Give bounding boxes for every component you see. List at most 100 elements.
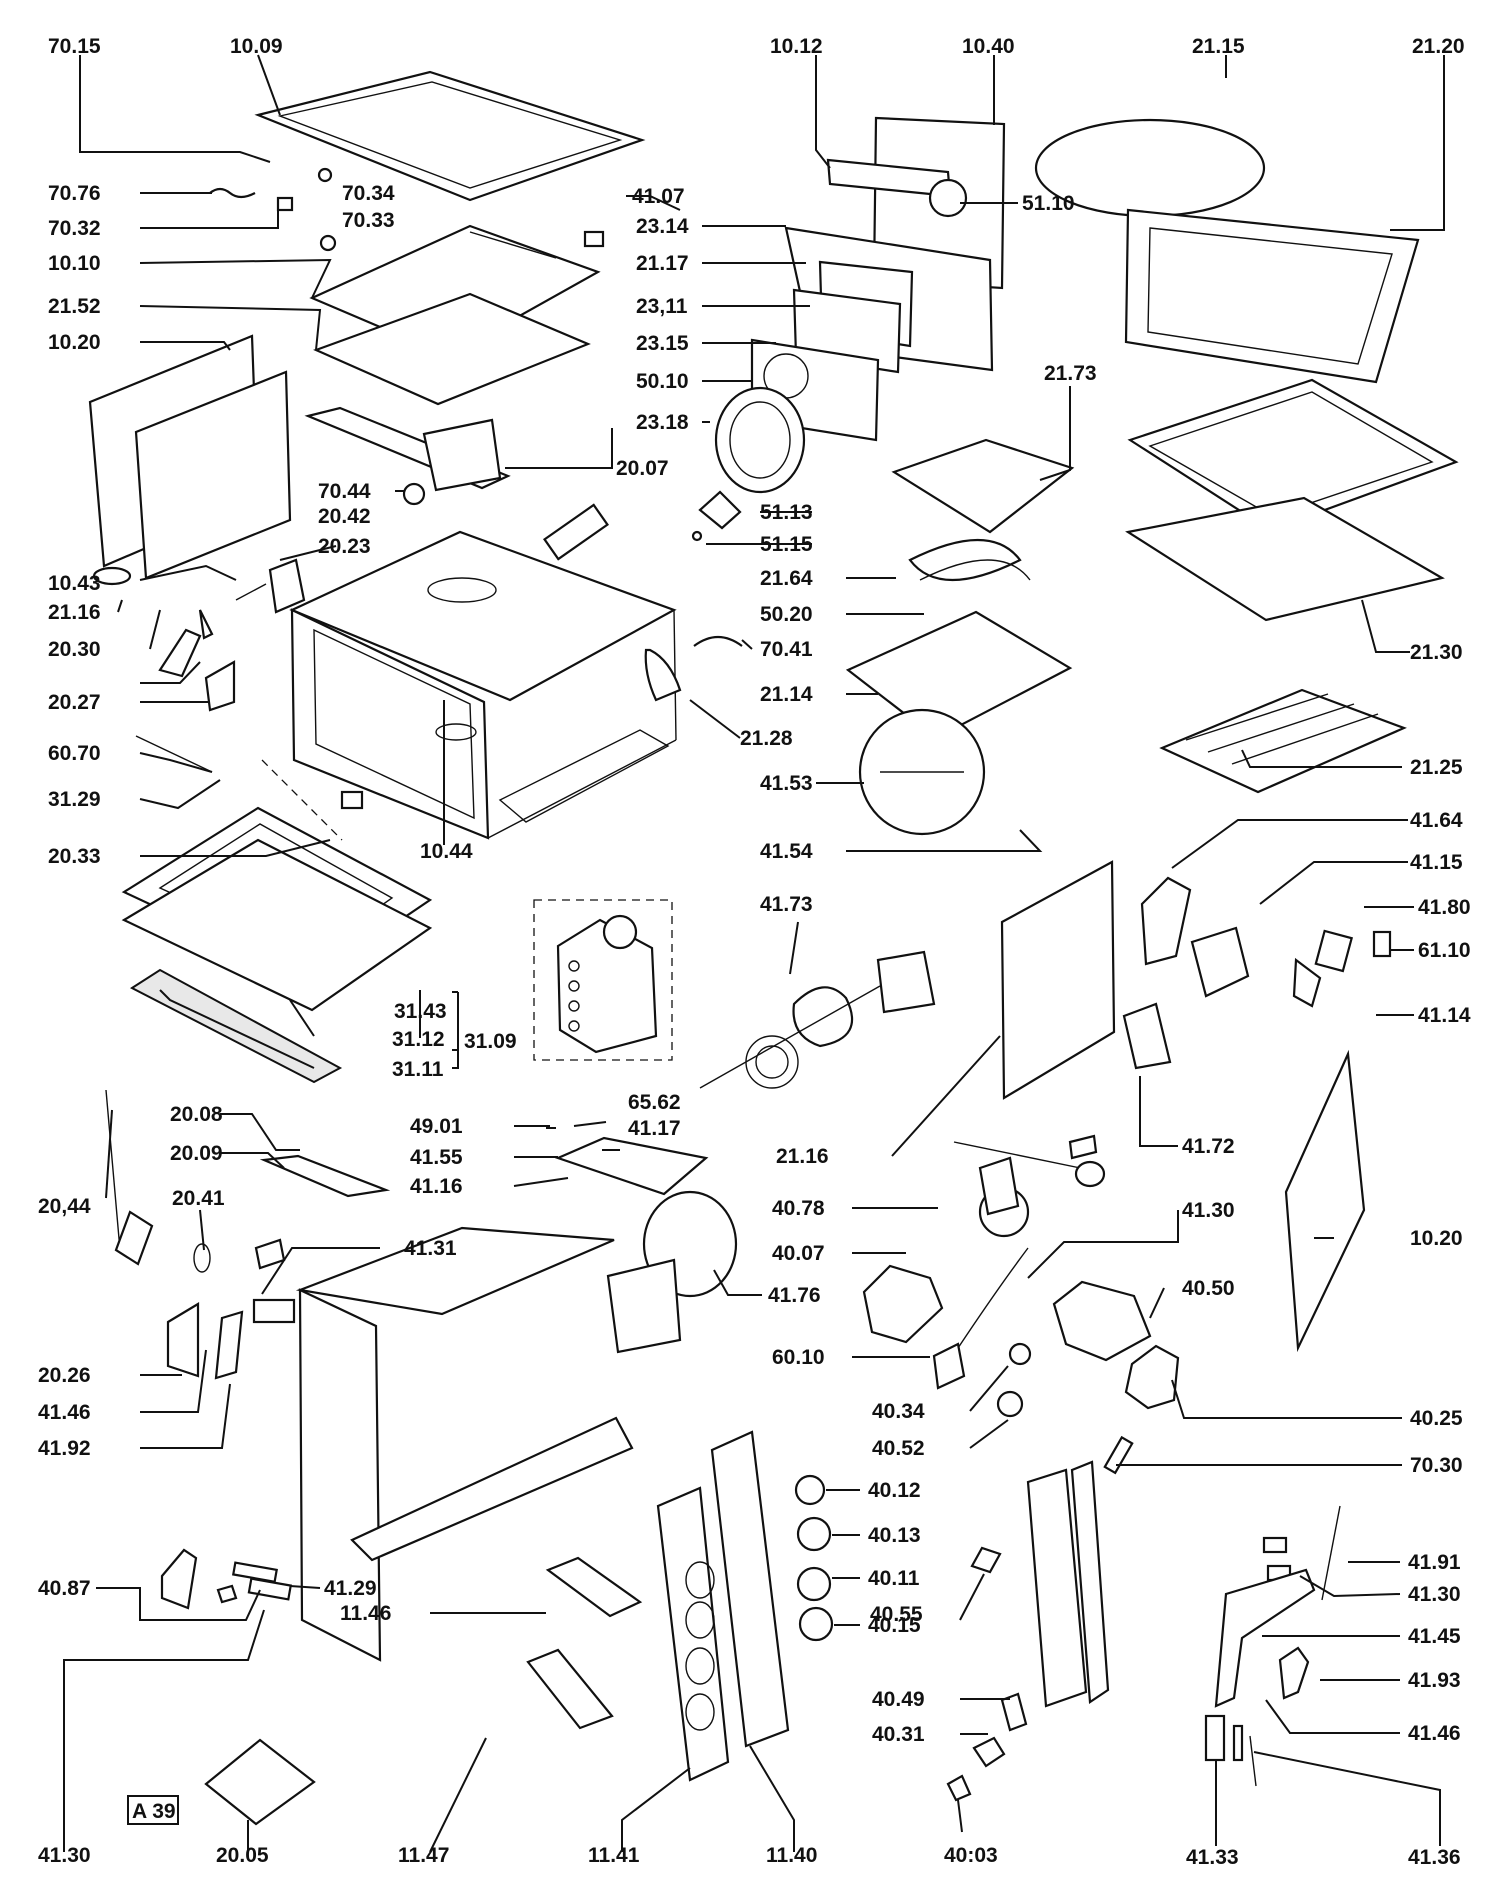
label-11-46: 11.46 <box>340 1602 391 1625</box>
label-40-07: 40.07 <box>772 1242 825 1265</box>
label-11-47: 11.47 <box>398 1844 449 1867</box>
label-31-09: 31.09 <box>464 1030 517 1053</box>
label-10-20-left: 10.20 <box>48 331 101 354</box>
label-41-53: 41.53 <box>760 772 813 795</box>
label-41-33: 41.33 <box>1186 1846 1239 1869</box>
label-31-12: 31.12 <box>392 1028 445 1051</box>
label-41-29: 41.29 <box>324 1577 377 1600</box>
label-41-45: 41.45 <box>1408 1625 1461 1648</box>
label-60-70: 60.70 <box>48 742 101 765</box>
label-41-64: 41.64 <box>1410 809 1463 832</box>
label-49-01: 49.01 <box>410 1115 463 1138</box>
label-20-44: 20,44 <box>38 1195 91 1218</box>
label-51-15: 51.15 <box>760 533 813 556</box>
label-41-30-c: 41.30 <box>1408 1583 1461 1606</box>
label-41-17: 41.17 <box>628 1117 681 1140</box>
label-10-12: 10.12 <box>770 35 823 58</box>
label-40-50: 40.50 <box>1182 1277 1235 1300</box>
label-41-30-a: 41.30 <box>1182 1199 1235 1222</box>
label-40-31: 40.31 <box>872 1723 925 1746</box>
part-small-box <box>204 1738 316 1826</box>
label-41-73: 41.73 <box>760 893 813 916</box>
part-lower-chassis <box>295 1226 615 1316</box>
label-40-15: 40.15 <box>868 1614 921 1637</box>
label-65-62: 65.62 <box>628 1091 681 1114</box>
label-20-23: 20.23 <box>318 535 371 558</box>
label-40-52: 40.52 <box>872 1437 925 1460</box>
label-41-91: 41.91 <box>1408 1551 1461 1574</box>
part-switch-frame <box>1026 1468 1088 1708</box>
part-heating-element <box>908 538 1022 582</box>
label-61-10: 61.10 <box>1418 939 1471 962</box>
label-10-20-right: 10.20 <box>1410 1227 1463 1250</box>
label-40-55-text: 40.55 <box>870 1603 923 1626</box>
label-20-08: 20.08 <box>170 1103 223 1126</box>
label-20-42: 20.42 <box>318 505 371 528</box>
label-10-44: 10.44 <box>420 840 473 863</box>
label-41-46-right: 41.46 <box>1408 1722 1461 1745</box>
label-21-52: 21.52 <box>48 295 101 318</box>
label-51-13: 51.13 <box>760 501 813 524</box>
part-fan-ring <box>714 386 806 494</box>
label-41-16: 41.16 <box>410 1175 463 1198</box>
part-tray-upper <box>1124 208 1420 384</box>
label-21-73: 21.73 <box>1044 362 1097 385</box>
part-wire-rack <box>1159 688 1407 794</box>
part-top-lid <box>254 70 646 202</box>
label-41-46-left: 41.46 <box>38 1401 91 1424</box>
label-21-25: 21.25 <box>1410 756 1463 779</box>
label-51-10: 51.10 <box>1022 192 1075 215</box>
label-20-07: 20.07 <box>616 457 669 480</box>
label-20-05: 20.05 <box>216 1844 269 1867</box>
svg-text:A 39: A 39 <box>132 1800 176 1823</box>
part-control-panel <box>656 1486 730 1782</box>
label-50-10: 50.10 <box>636 370 689 393</box>
label-60-10: 60.10 <box>772 1346 825 1369</box>
part-tray-lower <box>1127 378 1459 532</box>
label-40-25: 40.25 <box>1410 1407 1463 1430</box>
label-41-93: 41.93 <box>1408 1669 1461 1692</box>
label-40-03: 40:03 <box>944 1844 998 1867</box>
label-70-44: 70.44 <box>318 480 371 503</box>
label-10-43: 10.43 <box>48 572 101 595</box>
part-badge-11-47 <box>526 1648 614 1730</box>
label-23-11: 23,11 <box>636 295 688 318</box>
label-41-36: 41.36 <box>1408 1846 1461 1869</box>
part-tray-bottom <box>1125 496 1445 622</box>
label-40-12: 40.12 <box>868 1479 921 1502</box>
part-clip <box>276 196 294 212</box>
label-20-27: 20.27 <box>48 691 101 714</box>
label-10-40: 10.40 <box>962 35 1015 58</box>
label-31-11: 31.11 <box>392 1058 444 1081</box>
part-shelf-plate <box>891 438 1075 534</box>
part-number-labels: 70.15 10.09 70.76 70.34 70.33 70.32 10.1… <box>38 35 1471 1869</box>
label-40-78: 40.78 <box>772 1197 825 1220</box>
label-20-30: 20.30 <box>48 638 101 661</box>
label-41-31: 41.31 <box>404 1237 457 1260</box>
label-41-92: 41.92 <box>38 1437 91 1460</box>
label-23-15: 23.15 <box>636 332 689 355</box>
label-41-07: 41.07 <box>632 185 685 208</box>
label-20-41: 20.41 <box>172 1187 225 1210</box>
label-41-15: 41.15 <box>1410 851 1463 874</box>
label-10-10: 10.10 <box>48 252 101 275</box>
label-21-16-right: 21.16 <box>776 1145 829 1168</box>
label-21-30: 21.30 <box>1410 641 1463 664</box>
label-41-14: 41.14 <box>1418 1004 1471 1027</box>
label-21-64: 21.64 <box>760 567 813 590</box>
label-40-34: 40.34 <box>872 1400 925 1423</box>
label-41-30-b: 41.30 <box>38 1844 91 1867</box>
label-20-09: 20.09 <box>170 1142 223 1165</box>
label-41-72: 41.72 <box>1182 1135 1235 1158</box>
label-70-76: 70.76 <box>48 182 101 205</box>
label-41-80: 41.80 <box>1418 896 1471 919</box>
label-21-20: 21.20 <box>1412 35 1465 58</box>
label-21-14: 21.14 <box>760 683 813 706</box>
part-badge-11-46 <box>545 1556 643 1618</box>
label-70-33: 70.33 <box>342 209 395 232</box>
label-70-30: 70.30 <box>1410 1454 1463 1477</box>
label-41-55: 41.55 <box>410 1146 463 1169</box>
label-50-20: 50.20 <box>760 603 813 626</box>
label-20-26: 20.26 <box>38 1364 91 1387</box>
label-70-41: 70.41 <box>760 638 813 661</box>
